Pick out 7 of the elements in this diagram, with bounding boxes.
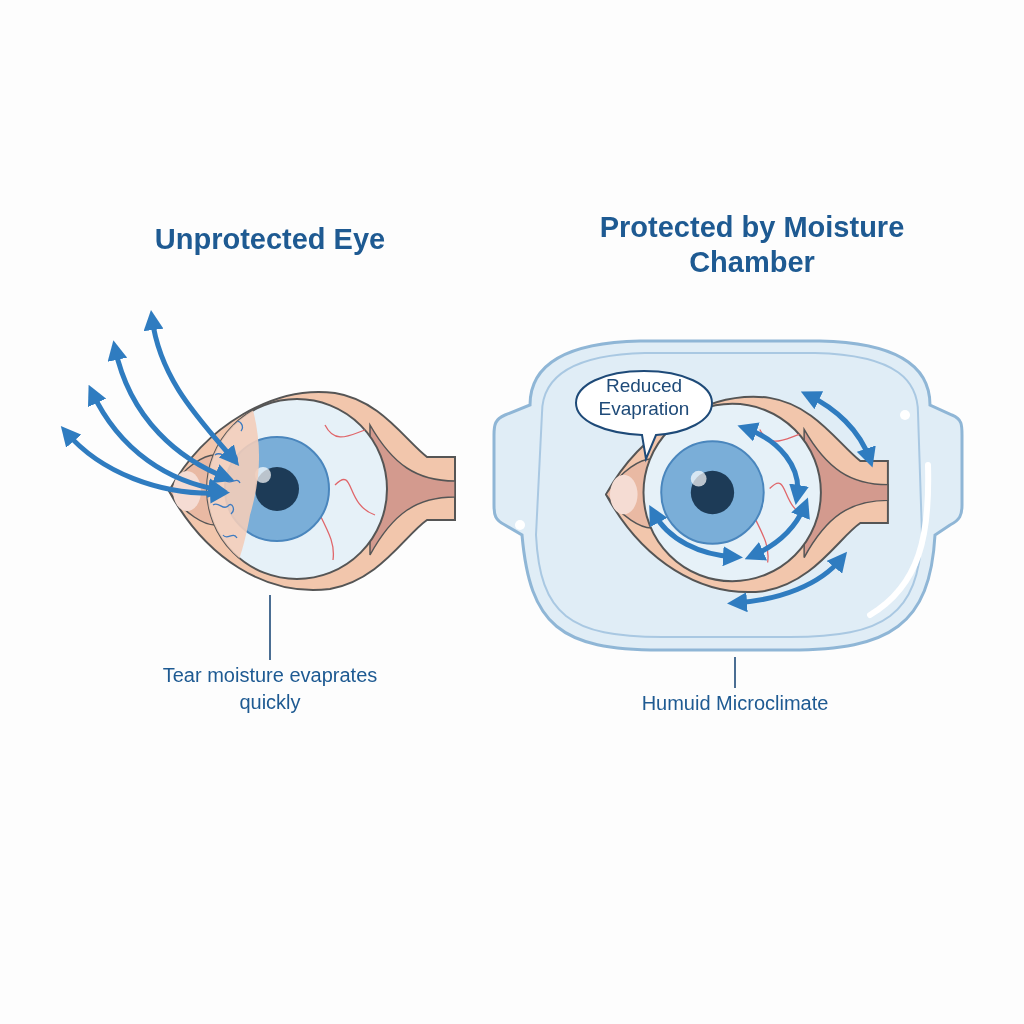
caption-text: Tear moisture evaprates quickly	[161, 663, 379, 715]
bubble-text: Reduced Evapration	[597, 375, 691, 421]
panel-heading: Protected by Moisture Chamber	[598, 210, 906, 280]
leader-line	[734, 656, 736, 689]
leader-line	[269, 594, 271, 661]
caption-text: Humuid Microclimate	[640, 691, 830, 716]
panel-heading: Unprotected Eye	[153, 222, 387, 257]
